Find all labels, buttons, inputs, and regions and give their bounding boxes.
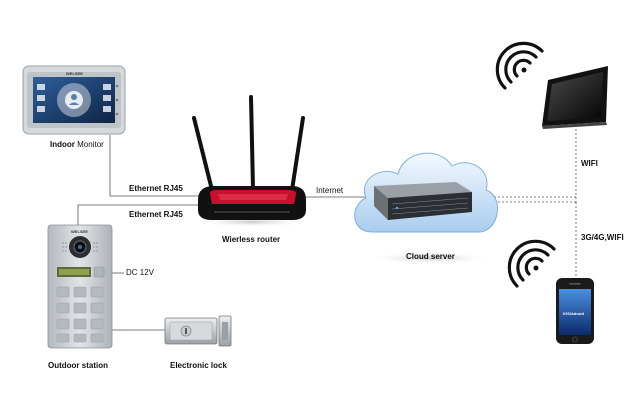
router-label: Wierless router: [222, 235, 281, 244]
line-monitor-router: [109, 135, 205, 197]
outdoor-station: [47, 224, 113, 349]
cloud-server: [354, 152, 498, 264]
cloud-server-label: Cloud server: [406, 252, 455, 261]
station-brand: WELSEE: [71, 229, 88, 234]
wifi-label: WIFI: [581, 159, 598, 168]
connection-lines: [77, 125, 577, 331]
electronic-lock: [164, 315, 232, 347]
indoor-monitor: [22, 65, 126, 135]
phone-screen-text: IOS/Adroid: [563, 311, 584, 316]
line-station-router: [77, 204, 205, 225]
wifi-icon-tablet: [495, 41, 544, 90]
dashed-lines: [490, 125, 577, 278]
electronic-lock-label: Electronic lock: [170, 361, 227, 370]
monitor-brand: WELSEE: [66, 71, 83, 76]
wireless-router: [192, 95, 312, 227]
mobile-label: 3G/4G,WIFI: [581, 233, 624, 242]
ethernet-label-2: Ethernet RJ45: [129, 210, 183, 219]
indoor-monitor-label: Indoor Monitor: [50, 140, 104, 150]
smartphone: [556, 278, 594, 344]
dc-label: DC 12V: [126, 268, 155, 277]
ethernet-label-1: Ethernet RJ45: [129, 184, 183, 193]
indoor-label-bold: Indoor: [50, 140, 75, 149]
outdoor-station-label: Outdoor station: [48, 361, 108, 370]
wifi-icon-phone: [507, 239, 556, 288]
internet-label: Internet: [316, 186, 344, 195]
indoor-label-rest: Monitor: [77, 140, 104, 149]
tablet: [542, 66, 608, 129]
